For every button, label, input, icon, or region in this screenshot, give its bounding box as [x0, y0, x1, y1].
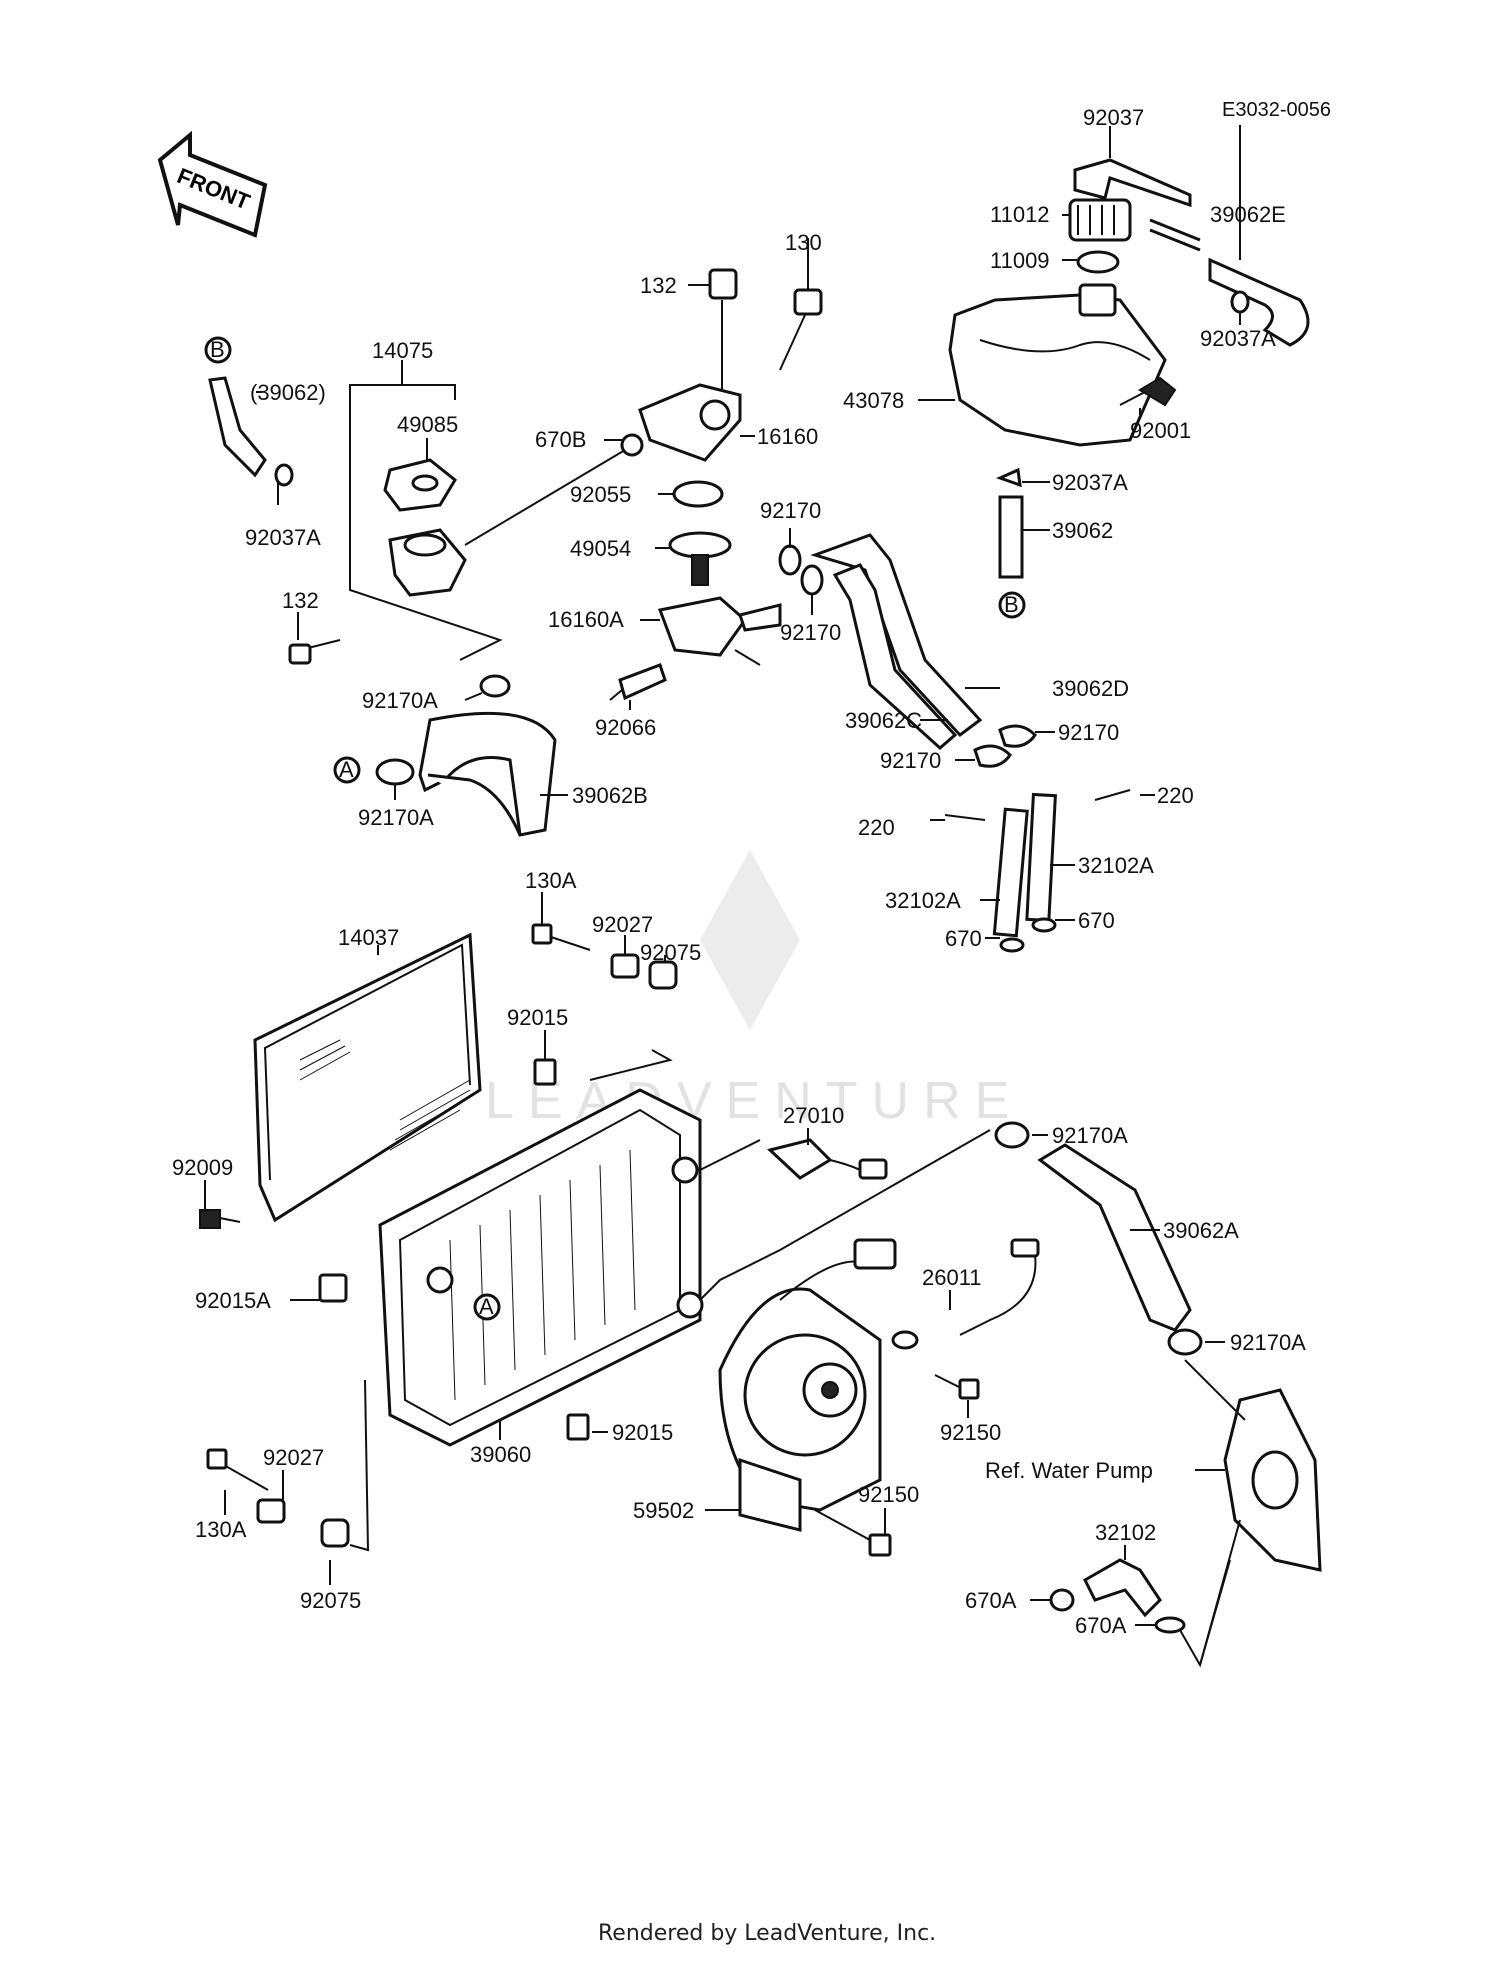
label-92170A-right: 92170A	[1052, 1123, 1128, 1148]
label-49054: 49054	[570, 536, 631, 561]
label-670B: 670B	[535, 427, 586, 452]
label-670A-left: 670A	[965, 1588, 1017, 1613]
label-92015-bottom: 92015	[612, 1420, 673, 1445]
label-14037: 14037	[338, 925, 399, 950]
label-92075-bottom: 92075	[300, 1588, 361, 1613]
label-92075-top: 92075	[640, 940, 701, 965]
label-220-left: 220	[858, 815, 895, 840]
label-26011: 26011	[922, 1265, 982, 1290]
label-92001: 92001	[1130, 418, 1191, 443]
label-39062A: 39062A	[1163, 1218, 1239, 1243]
label-92027-top: 92027	[592, 912, 653, 937]
part-labels: 92037 11012 39062E 11009 92037A 43078 92…	[172, 105, 1306, 1638]
label-670-right: 670	[1078, 908, 1115, 933]
label-39060: 39060	[470, 1442, 531, 1467]
label-132-top: 132	[640, 273, 677, 298]
label-670-left: 670	[945, 926, 982, 951]
label-92150-mid: 92150	[940, 1420, 1001, 1445]
filler-neck-group: B A	[204, 336, 626, 837]
connector-b-left: B	[210, 337, 225, 362]
label-670A-right: 670A	[1075, 1613, 1127, 1638]
label-92170A-mid: 92170A	[362, 688, 438, 713]
label-92170-c: 92170	[1058, 720, 1119, 745]
label-39062D: 39062D	[1052, 676, 1129, 701]
label-92170-d: 92170	[880, 748, 941, 773]
connector-a-hose: A	[339, 757, 354, 782]
label-92037A-top: 92037A	[1200, 326, 1276, 351]
label-92170-a: 92170	[760, 498, 821, 523]
label-16160A: 16160A	[548, 607, 624, 632]
leader-lines	[204, 125, 1241, 1626]
label-92015-top: 92015	[507, 1005, 568, 1030]
label-92037A-left: 92037A	[245, 525, 321, 550]
thermostat-group	[609, 268, 1131, 953]
label-39062B: 39062B	[572, 783, 648, 808]
connector-b-tank: B	[1004, 592, 1019, 617]
watermark: LEADVENTURE	[485, 850, 1023, 1130]
label-92170-b: 92170	[780, 620, 841, 645]
label-32102: 32102	[1095, 1520, 1156, 1545]
label-92170A-pump: 92170A	[1230, 1330, 1306, 1355]
label-92015A: 92015A	[195, 1288, 271, 1313]
label-130A-top: 130A	[525, 868, 577, 893]
label-16160: 16160	[757, 424, 818, 449]
label-92027-bottom: 92027	[263, 1445, 324, 1470]
label-39062-paren: (39062)	[250, 380, 326, 405]
label-32102A-right: 32102A	[1078, 853, 1154, 878]
reservoir-tank-group: B	[948, 158, 1310, 619]
label-92170A-low: 92170A	[358, 805, 434, 830]
label-132-left: 132	[282, 588, 319, 613]
label-130-top: 130	[785, 230, 822, 255]
footer-credit: Rendered by LeadVenture, Inc.	[598, 1921, 936, 1946]
label-92066: 92066	[595, 715, 656, 740]
label-49085: 49085	[397, 412, 458, 437]
label-130A-bottom: 130A	[195, 1517, 247, 1542]
water-pump-group	[699, 1121, 1322, 1668]
diagram-code: E3032-0056	[1222, 99, 1331, 121]
label-92037A-tank: 92037A	[1052, 470, 1128, 495]
label-220-right: 220	[1157, 783, 1194, 808]
front-arrow-icon: FRONT	[157, 130, 268, 238]
fan-group	[718, 1238, 1040, 1557]
label-14075: 14075	[372, 338, 433, 363]
label-39062C: 39062C	[845, 708, 922, 733]
watermark-text: LEADVENTURE	[485, 1072, 1023, 1130]
label-92150-low: 92150	[858, 1482, 919, 1507]
label-39062-tank: 39062	[1052, 518, 1113, 543]
label-27010: 27010	[783, 1103, 844, 1128]
label-ref-water-pump: Ref. Water Pump	[985, 1458, 1153, 1483]
label-39062E: 39062E	[1210, 202, 1286, 227]
label-32102A-left: 32102A	[885, 888, 961, 913]
label-59502: 59502	[633, 1498, 694, 1523]
label-43078: 43078	[843, 388, 904, 413]
label-92037: 92037	[1083, 105, 1144, 130]
label-92055: 92055	[570, 482, 631, 507]
connector-a-radiator: A	[479, 1294, 494, 1319]
label-92009: 92009	[172, 1155, 233, 1180]
label-11009: 11009	[990, 248, 1050, 273]
label-11012: 11012	[990, 202, 1050, 227]
